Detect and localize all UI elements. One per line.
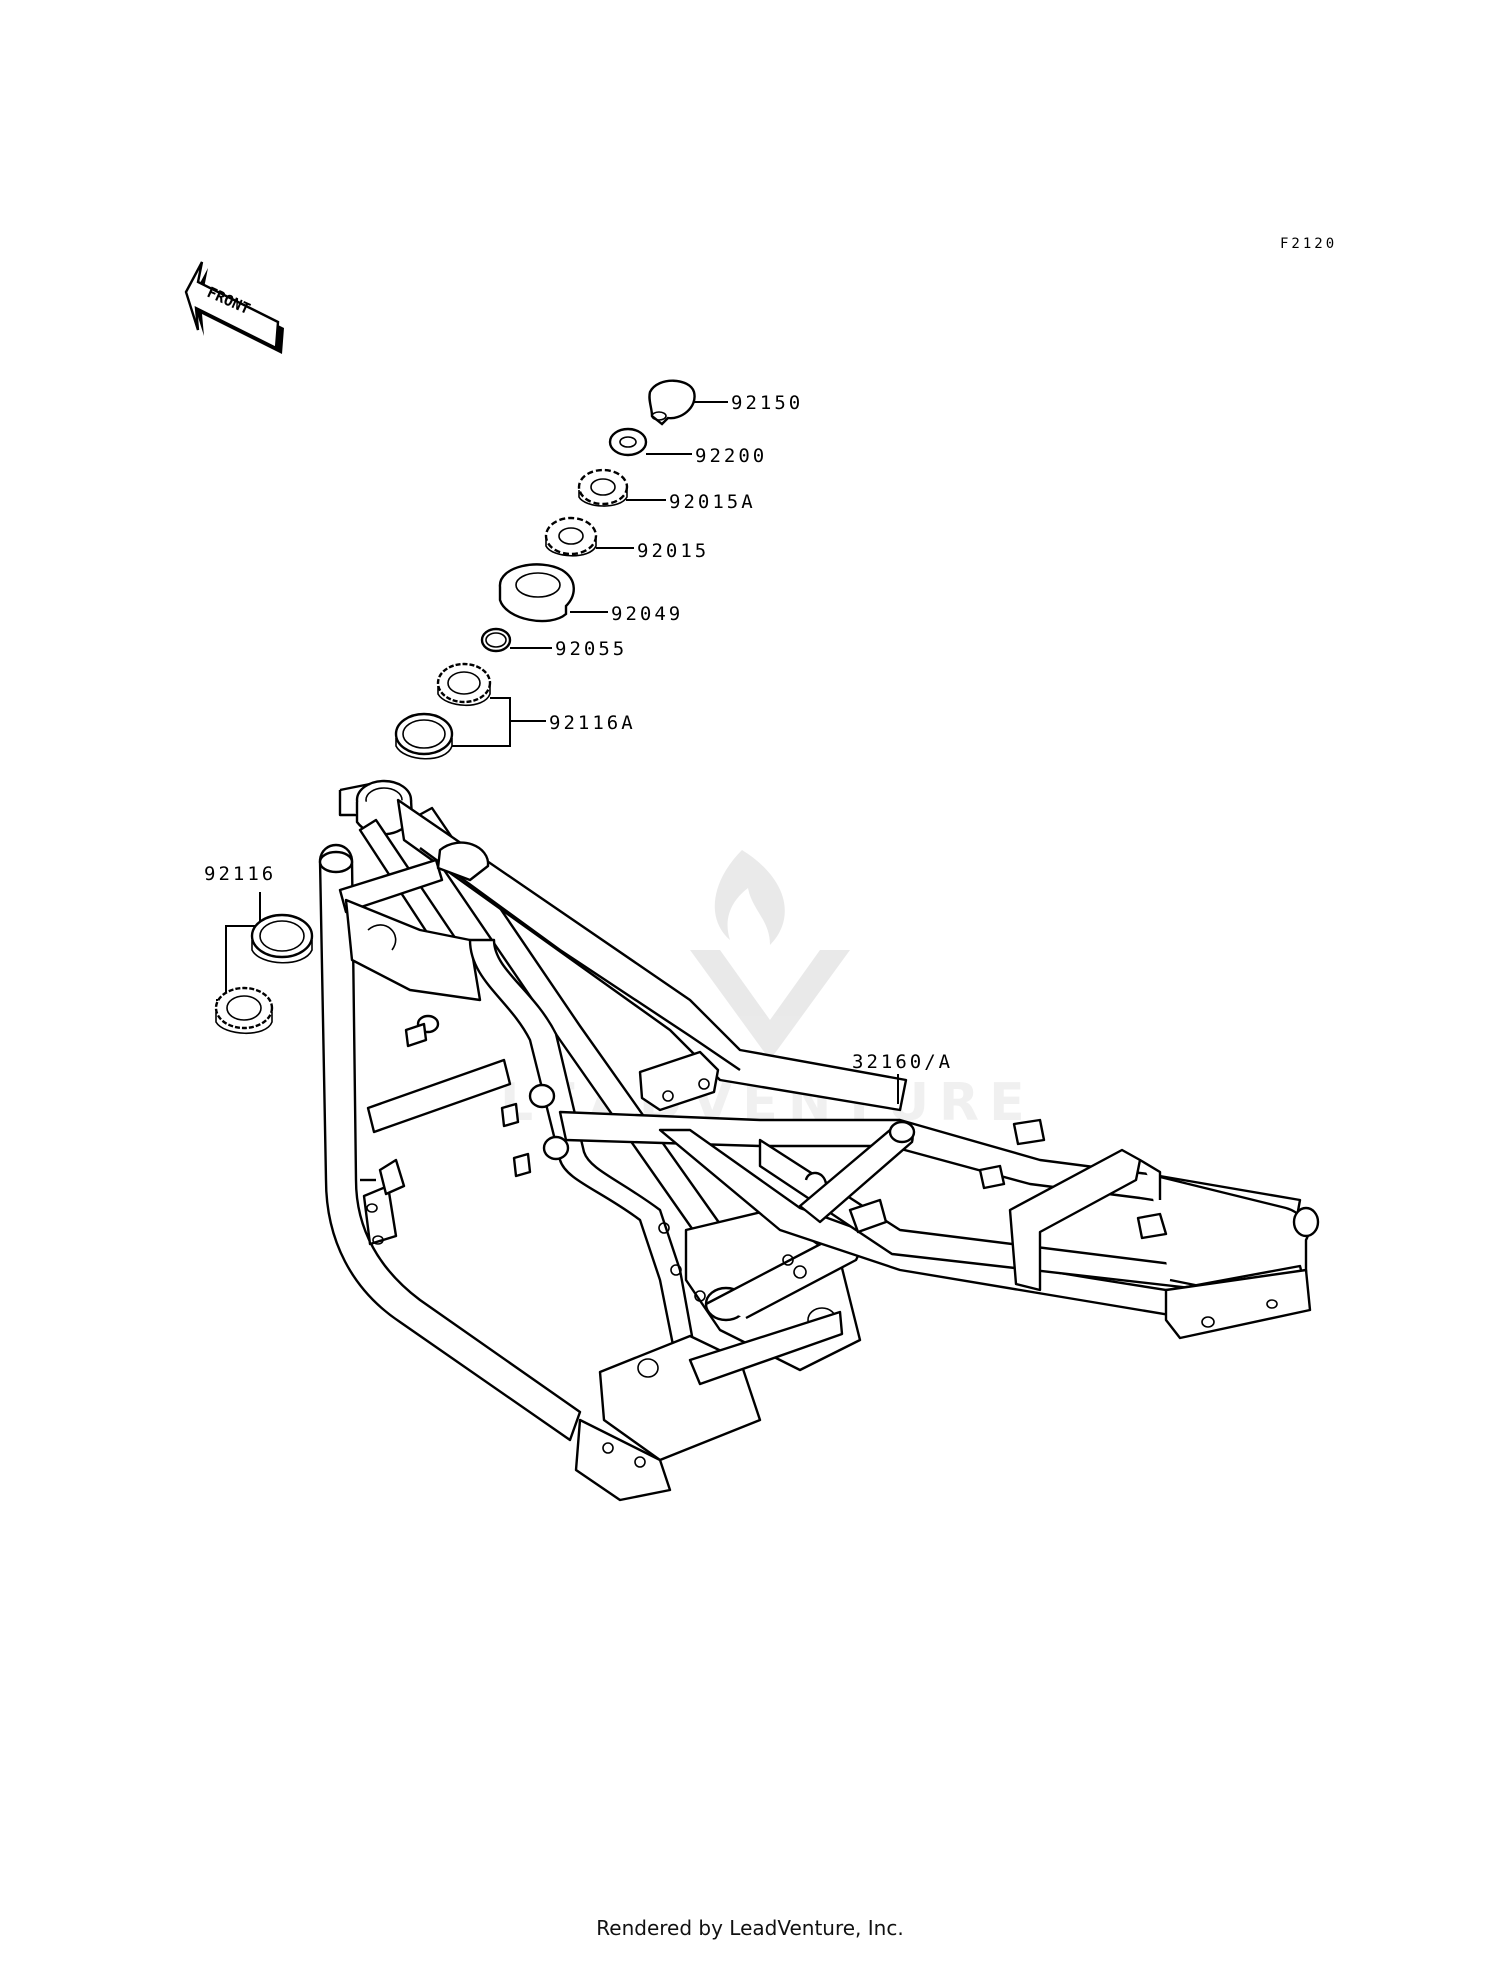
part-92015-nut[interactable] bbox=[544, 516, 598, 557]
part-92049-seal[interactable] bbox=[498, 563, 575, 623]
part-92150-stem-cap[interactable] bbox=[648, 379, 696, 426]
part-92015A-nut[interactable] bbox=[577, 468, 629, 507]
callout-92116[interactable]: 92116 bbox=[204, 863, 276, 885]
callout-92055[interactable]: 92055 bbox=[555, 638, 627, 660]
front-arrow-icon: FRONT bbox=[184, 261, 284, 354]
diagram-code: F2120 bbox=[1280, 236, 1337, 252]
footer-credit: Rendered by LeadVenture, Inc. bbox=[596, 1916, 904, 1940]
callout-92015A[interactable]: 92015A bbox=[669, 491, 756, 513]
part-92116A-bearing-race[interactable] bbox=[394, 712, 454, 760]
callout-92015[interactable]: 92015 bbox=[637, 540, 709, 562]
callout-92150[interactable]: 92150 bbox=[731, 392, 803, 414]
callout-92049[interactable]: 92049 bbox=[611, 603, 683, 625]
part-92055-o-ring[interactable] bbox=[480, 627, 512, 653]
part-92200-washer[interactable] bbox=[608, 427, 648, 457]
callout-92116A[interactable]: 92116A bbox=[549, 712, 636, 734]
callout-32160A[interactable]: 32160/A bbox=[852, 1051, 953, 1073]
part-92116-bearing-cone[interactable] bbox=[214, 986, 274, 1034]
part-92116A-bearing-upper[interactable] bbox=[436, 662, 492, 706]
callout-92200[interactable]: 92200 bbox=[695, 445, 767, 467]
leadventure-watermark bbox=[690, 850, 850, 1060]
frame-assembly-32160A[interactable] bbox=[318, 779, 1320, 1502]
part-92116-bearing-race[interactable] bbox=[250, 913, 314, 964]
